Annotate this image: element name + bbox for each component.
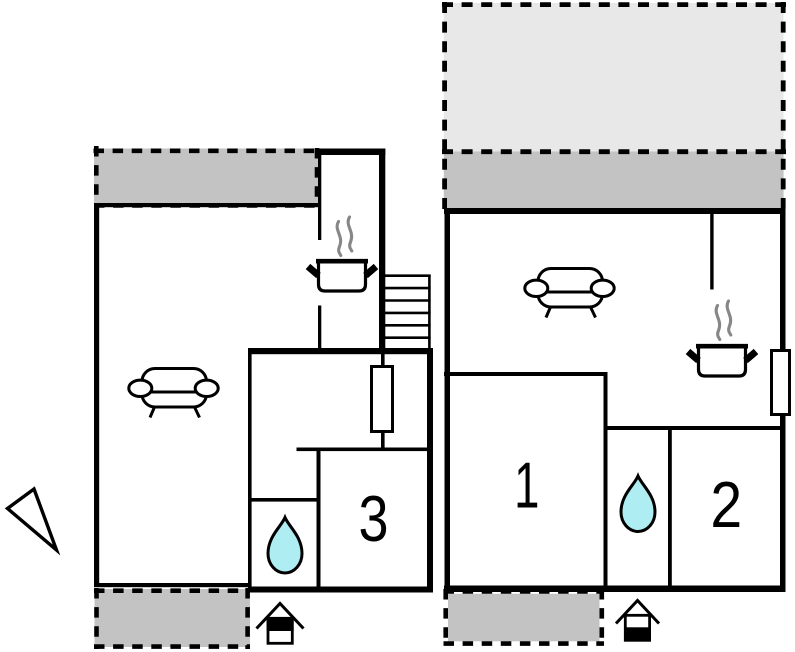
entrance-house-icon	[255, 601, 305, 645]
wall-bathroom2-top	[603, 426, 786, 430]
sofa-armrest-right	[589, 278, 616, 298]
pot-body	[316, 259, 368, 293]
pot-handle-right	[363, 263, 379, 279]
pot-handle-left	[685, 348, 701, 364]
sofa-armrest-left	[523, 278, 550, 298]
sofa-leg-right	[193, 406, 201, 419]
steam-icon-right	[714, 299, 733, 342]
sofa-armrest-right	[193, 378, 220, 398]
stairs-icon	[385, 274, 431, 349]
wall-bathroom-top	[248, 498, 321, 502]
wall-hall-left-lower	[318, 305, 322, 352]
patio-lower-area	[443, 151, 784, 210]
sofa-armrest-left	[127, 378, 154, 398]
patio-upper-area	[443, 3, 784, 152]
water-drop-icon-right	[619, 472, 657, 533]
cooking-pot-icon-right	[685, 343, 759, 378]
steam-wave	[346, 215, 354, 253]
house-lower-half-fill	[624, 627, 651, 641]
wall-room1-top	[444, 372, 608, 376]
wall-hall-left-upper	[318, 153, 322, 240]
wall-inner-bottom	[248, 586, 433, 593]
wall-right-unit-bottom	[444, 585, 786, 592]
pot-handle-right	[743, 348, 759, 364]
sofa-leg-left	[544, 306, 552, 319]
wall-inner-left	[248, 348, 252, 592]
steam-wave	[725, 299, 733, 337]
terrace-bottom-right-area	[448, 593, 600, 642]
wall-room3-top	[296, 447, 433, 452]
wall-bathroom2-right	[668, 426, 672, 592]
sofa-leg-right	[589, 306, 597, 319]
wall-right-unit-top	[444, 208, 786, 214]
right-unit-plan: 1 2	[442, 2, 791, 646]
wall-inner-right	[427, 348, 433, 592]
wall-living-bottom	[94, 583, 251, 588]
sofa-icon-right	[523, 267, 616, 319]
sofa-icon	[127, 367, 220, 419]
room-3-label: 3	[358, 482, 388, 555]
terrace-bottom-dashed-border	[94, 588, 250, 649]
wall-hall-top	[318, 148, 386, 155]
room-1-label: 1	[514, 448, 539, 521]
left-unit-plan: 3	[93, 146, 433, 649]
north-arrow-triangle-icon	[4, 486, 61, 556]
terrace-bottom-area	[94, 589, 250, 647]
wall-room1-right	[603, 372, 608, 592]
wall-inner-top	[248, 348, 433, 355]
cooking-pot-icon	[305, 258, 379, 293]
wall-right-unit-left	[444, 208, 450, 592]
room-2-label: 2	[710, 469, 742, 541]
steam-icon	[335, 215, 354, 258]
entrance-house-icon-right	[614, 598, 661, 642]
sofa-leg-left	[148, 406, 156, 419]
terrace-top-area	[94, 148, 320, 204]
water-drop-icon	[266, 513, 304, 575]
wall-living-top	[94, 203, 321, 208]
house-upper-half-fill	[266, 617, 294, 631]
pot-body	[696, 344, 748, 378]
wall-kitchen-partition	[710, 214, 714, 290]
radiator-icon	[770, 349, 791, 416]
patio-dashed-border	[442, 2, 786, 210]
steam-wave	[335, 219, 343, 258]
house-roof	[255, 601, 305, 630]
wall-room3-left	[316, 447, 321, 592]
wall-hall-right	[379, 148, 386, 352]
wall-living-left	[94, 203, 100, 587]
house-roof	[614, 598, 661, 625]
pot-handle-left	[305, 263, 321, 279]
water-heater-icon	[370, 365, 394, 433]
steam-wave	[714, 303, 722, 342]
terrace-top-dashed-border	[93, 146, 320, 208]
